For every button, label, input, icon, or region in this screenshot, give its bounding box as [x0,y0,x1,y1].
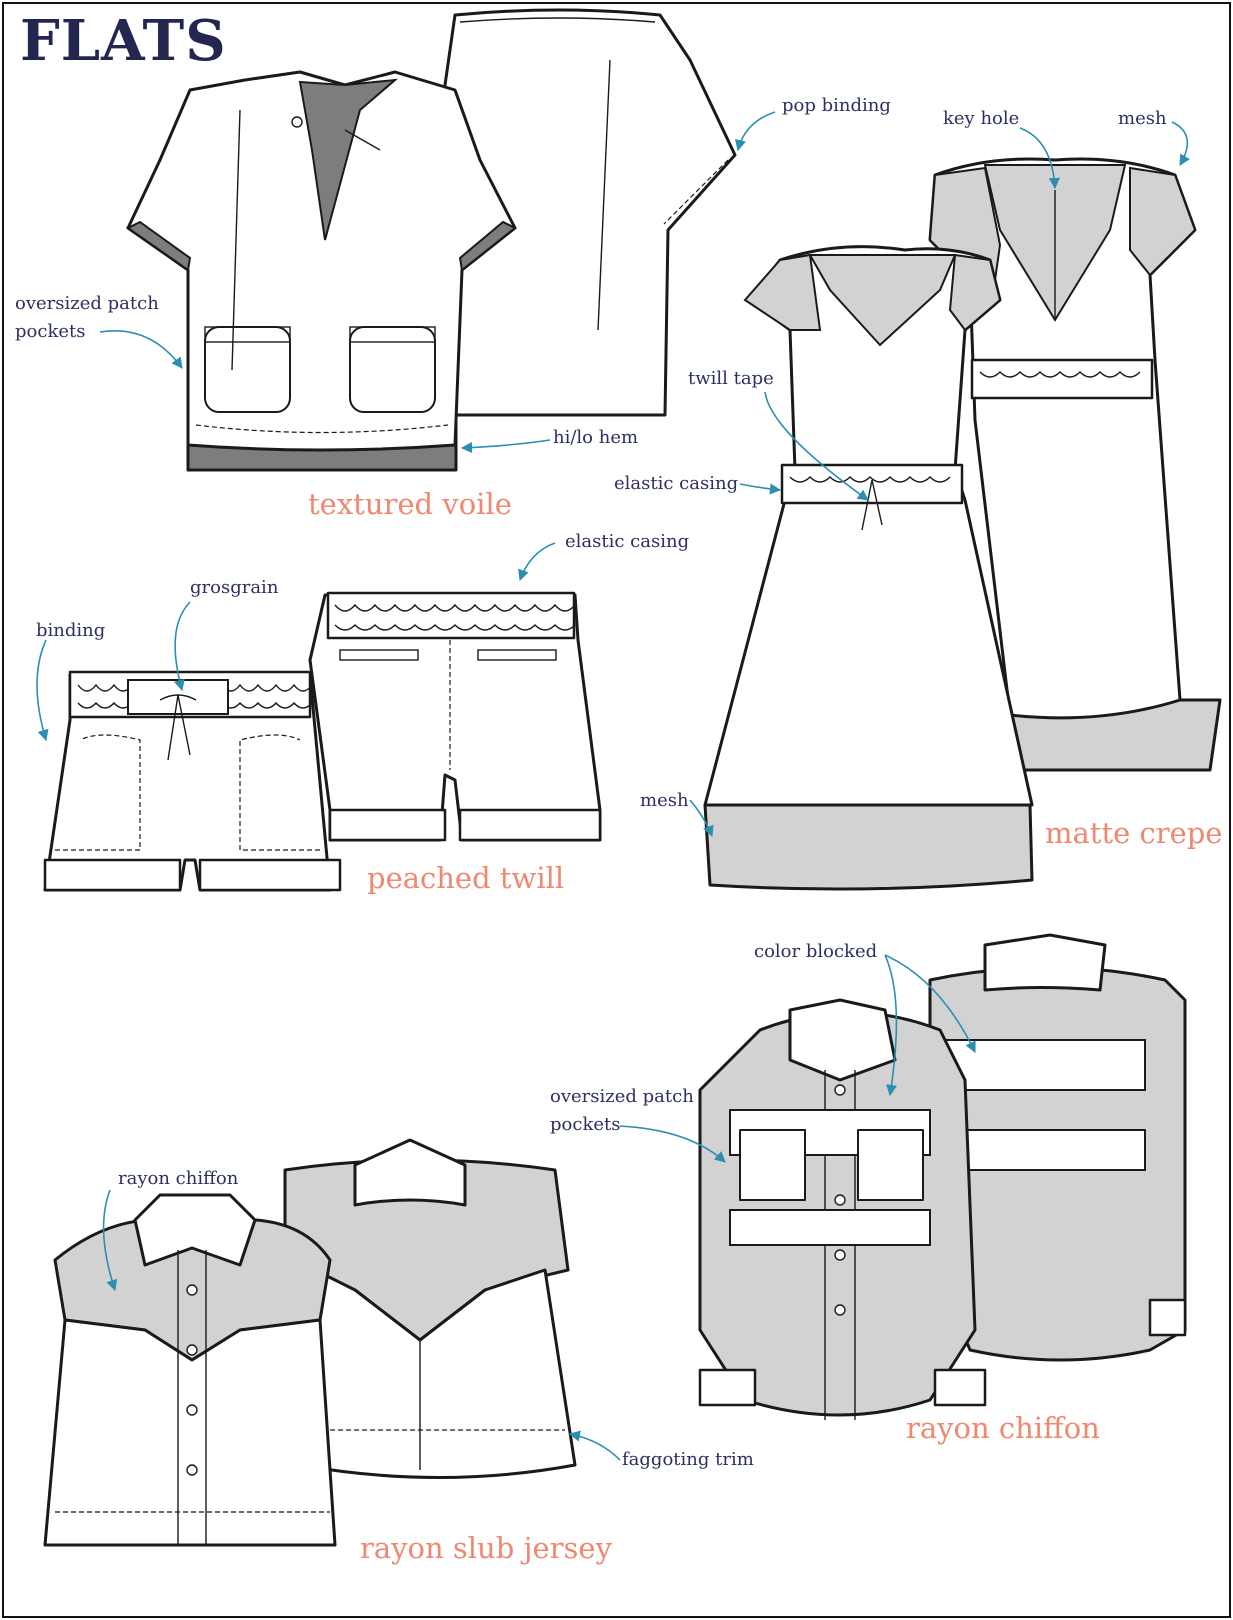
arrow-twill-tape [764,391,869,501]
blouse-back-flat [283,1138,577,1479]
arrow-patch-pockets-bottom [619,1125,726,1163]
callout-mesh-top: mesh [1118,108,1167,129]
callout-faggoting-trim: faggoting trim [622,1449,754,1470]
blouse-front-flat [43,1193,337,1547]
arrow-mesh-top [1171,121,1190,166]
dress-front-flat [703,245,1034,891]
shorts-front-flat [43,670,342,892]
callout-rayon-chiffon: rayon chiffon [118,1168,239,1189]
arrow-key-hole [1019,127,1060,190]
callout-mesh-bottom: mesh [640,790,689,811]
callout-hi-lo-hem: hi/lo hem [553,427,639,448]
shorts-back-flat [308,591,602,842]
arrow-hi-lo-hem [460,439,551,454]
arrow-color-blocked-front [884,954,898,1097]
callout-binding: binding [36,620,106,641]
fabric-label-rayon-slub-jersey: rayon slub jersey [360,1531,612,1565]
callout-oversized-patch-pockets-top: oversized patch pockets [15,293,159,342]
arrow-binding [36,639,49,742]
callout-oversized-patch-pockets-bottom: oversized patch pockets [550,1086,694,1135]
callout-pop-binding: pop binding [782,95,891,116]
callout-color-blocked: color blocked [754,941,878,962]
callout-key-hole: key hole [943,108,1020,129]
shirt-front-flat [698,998,987,1420]
fabric-label-textured-voile: textured voile [308,487,512,521]
arrow-grosgrain [173,601,191,692]
arrow-faggoting-trim [568,1430,621,1461]
arrow-color-blocked-back [884,954,976,1054]
tee-back-flat [438,8,737,417]
arrow-elastic-casing-dress [739,483,782,495]
arrow-rayon-chiffon [102,1189,118,1292]
arrow-pop-binding [735,111,776,152]
shirt-back-flat [928,933,1187,1362]
callout-grosgrain: grosgrain [190,577,279,598]
callout-arrows [36,111,1190,1461]
page-title: FLATS [20,8,227,74]
callout-twill-tape: twill tape [688,368,774,389]
arrow-elastic-casing-shorts [518,542,556,582]
fabric-label-peached-twill: peached twill [367,861,565,895]
fabric-label-rayon-chiffon: rayon chiffon [906,1411,1100,1445]
fabric-label-matte-crepe: matte crepe [1045,816,1223,850]
arrow-patch-pockets-top [99,330,183,369]
callout-elastic-casing-shorts: elastic casing [565,531,690,552]
tee-front-flat [126,70,517,472]
arrow-mesh-bottom [689,799,714,838]
callout-elastic-casing-dress: elastic casing [614,473,739,494]
